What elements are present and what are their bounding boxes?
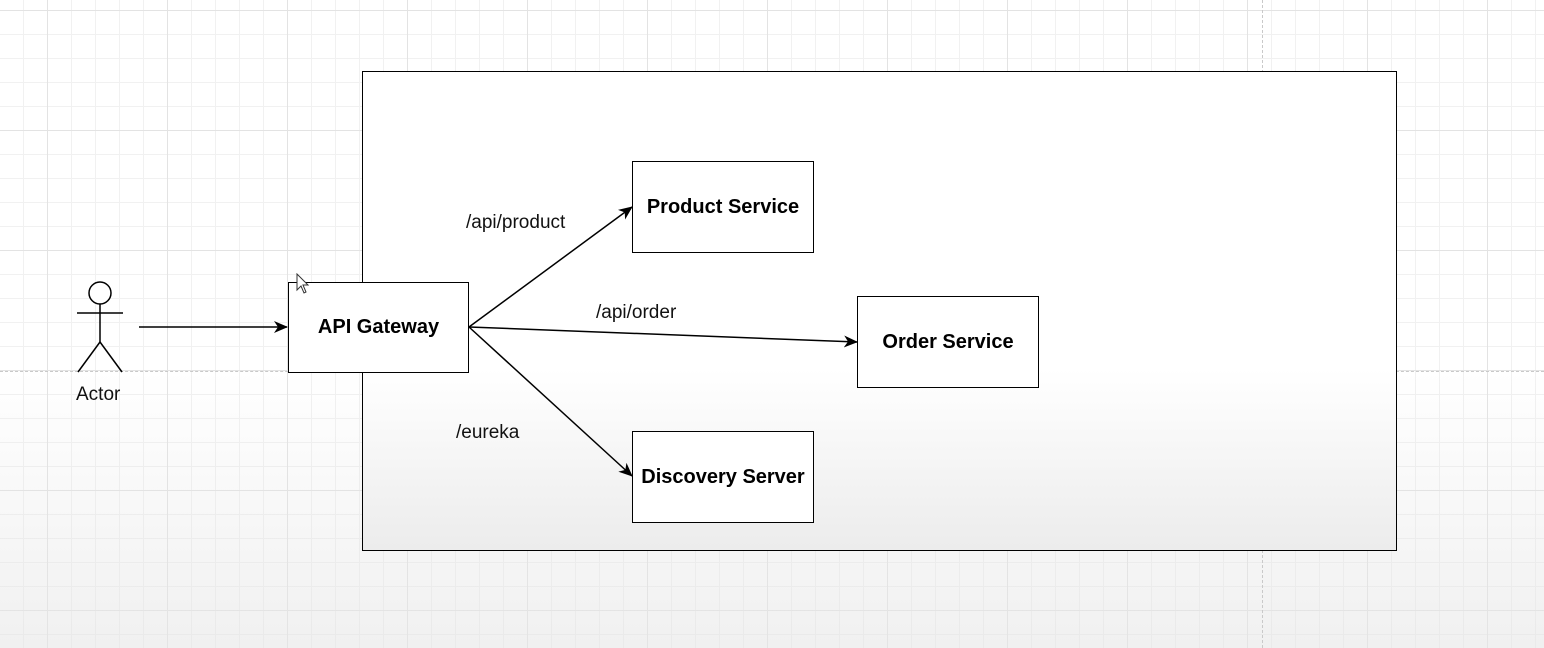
product-service-label: Product Service <box>646 195 800 218</box>
order-service-label: Order Service <box>882 330 1014 353</box>
edge-label-product[interactable]: /api/product <box>466 212 566 233</box>
stick-figure-icon[interactable] <box>77 281 123 373</box>
order-service-node[interactable]: Order Service <box>857 296 1039 388</box>
actor-label: Actor <box>76 384 121 405</box>
api-gateway-label: API Gateway <box>317 316 440 338</box>
mouse-pointer-icon <box>296 273 310 294</box>
api-gateway-node[interactable]: API Gateway <box>288 282 469 373</box>
gateway-to-discovery-arrow[interactable] <box>468 326 633 477</box>
discovery-server-label: Discovery Server <box>641 465 805 488</box>
gateway-to-order-arrow[interactable] <box>468 326 858 348</box>
gateway-to-product-arrow[interactable] <box>468 206 633 328</box>
edge-label-order[interactable]: /api/order <box>596 302 677 323</box>
product-service-node[interactable]: Product Service <box>632 161 814 253</box>
discovery-server-node[interactable]: Discovery Server <box>632 431 814 523</box>
edge-label-eureka[interactable]: /eureka <box>456 422 520 443</box>
